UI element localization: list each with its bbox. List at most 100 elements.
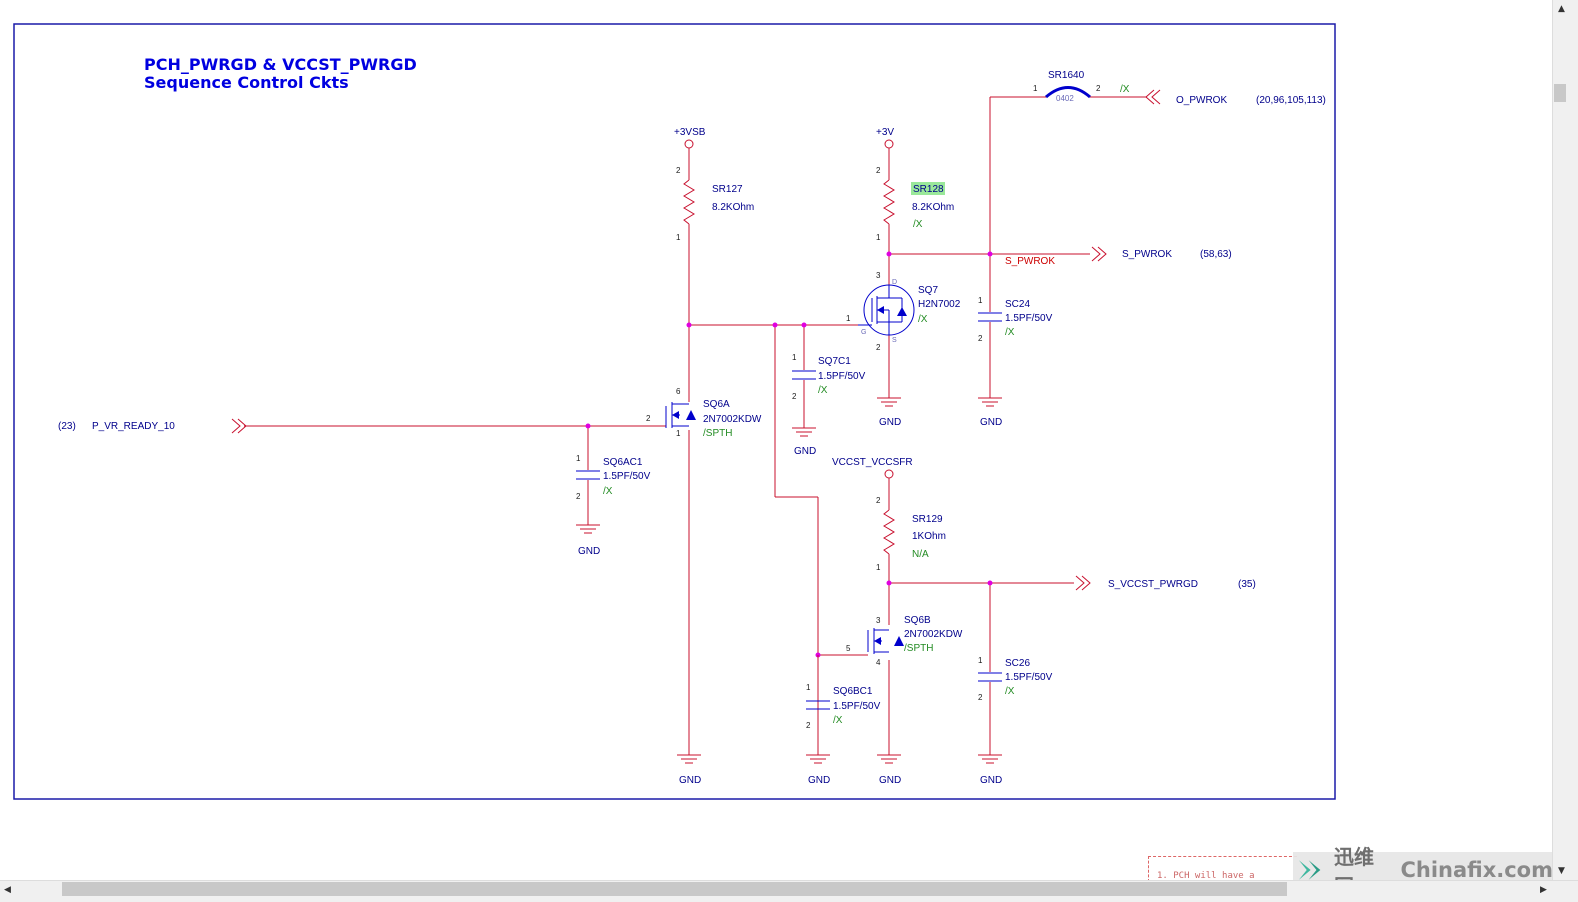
sr127-ref: SR127 <box>712 184 743 195</box>
sq7c1-pin2: 2 <box>792 392 797 401</box>
sq7-pin-g: G <box>861 329 866 336</box>
sc26-opt: /X <box>1005 686 1015 697</box>
gnd-label-sc24: GND <box>980 417 1002 428</box>
sr1640-pin2: 2 <box>1096 84 1101 93</box>
sq6a-opt: /SPTH <box>703 428 732 439</box>
vertical-scroll-thumb[interactable] <box>1554 84 1566 102</box>
sr129-opt: N/A <box>912 549 929 560</box>
sr128-opt: /X <box>913 219 923 230</box>
sr129-pin2: 2 <box>876 496 881 505</box>
sc26-pin2: 2 <box>978 693 983 702</box>
net-p-vr-pages: (23) <box>58 421 76 432</box>
sc24-value: 1.5PF/50V <box>1005 313 1053 324</box>
schematic-canvas: PCH_PWRGD & VCCST_PWRGD Sequence Control… <box>13 23 1336 800</box>
sc24-pin2: 2 <box>978 334 983 343</box>
note-text: 1. PCH will have a <box>1157 871 1255 881</box>
junction-dots <box>585 251 993 658</box>
resistor-sr129 <box>883 509 895 555</box>
sq6b-pin5: 5 <box>846 644 851 653</box>
sc24-opt: /X <box>1005 327 1015 338</box>
sr128-ref: SR128 <box>913 184 944 195</box>
scroll-right-icon[interactable]: ▶ <box>1540 885 1547 895</box>
sr1640-pin1: 1 <box>1033 84 1038 93</box>
sr129-ref: SR129 <box>912 514 943 525</box>
gnd-label-sc26: GND <box>980 775 1002 786</box>
sq7-ref: SQ7 <box>918 285 938 296</box>
sq6ac1-pin1: 1 <box>576 454 581 463</box>
scroll-left-icon[interactable]: ◀ <box>4 885 11 895</box>
power-symbols <box>684 139 894 479</box>
net-p-vr-ready: P_VR_READY_10 <box>92 421 175 432</box>
sr129-value: 1KOhm <box>912 531 946 542</box>
gnd-label-sq6a: GND <box>679 775 701 786</box>
sq7-value: H2N7002 <box>918 299 961 310</box>
sr1640-opt: /X <box>1120 84 1130 95</box>
sq6b-opt: /SPTH <box>904 643 933 654</box>
net-s-pwrok-pages: (58,63) <box>1200 249 1232 260</box>
net-o-pwrok: O_PWROK <box>1176 95 1227 106</box>
sr128-pin1: 1 <box>876 233 881 242</box>
ground-symbols <box>576 397 1002 764</box>
sq6ac1-opt: /X <box>603 486 613 497</box>
gnd-label-sq6ac1: GND <box>578 546 600 557</box>
sq6a-pin2: 2 <box>646 414 651 423</box>
watermark-logo-icon <box>1298 860 1321 880</box>
mosfet-sq6a <box>665 402 696 428</box>
vertical-scrollbar[interactable] <box>1552 0 1578 880</box>
sc24-ref: SC24 <box>1005 299 1030 310</box>
net-s-pwrok-local: S_PWROK <box>1005 256 1055 267</box>
scroll-down-icon[interactable]: ▼ <box>1558 866 1565 876</box>
sq6bc1-ref: SQ6BC1 <box>833 686 873 697</box>
sr129-pin1: 1 <box>876 563 881 572</box>
sq6b-pin3: 3 <box>876 616 881 625</box>
resistor-sr127 <box>683 179 695 225</box>
net-s-pwrok: S_PWROK <box>1122 249 1172 260</box>
sq6b-pin4: 4 <box>876 658 881 667</box>
sr128-pin2: 2 <box>876 166 881 175</box>
gnd-label-sq6bc1: GND <box>808 775 830 786</box>
sq6a-pin6: 6 <box>676 387 681 396</box>
sq6bc1-value: 1.5PF/50V <box>833 701 881 712</box>
sq7c1-pin1: 1 <box>792 353 797 362</box>
sq7-opt: /X <box>918 314 928 325</box>
mosfet-sq7 <box>858 284 915 336</box>
sr1640-pkg: 0402 <box>1056 94 1074 103</box>
sq6a-value: 2N7002KDW <box>703 414 762 425</box>
sq6ac1-value: 1.5PF/50V <box>603 471 651 482</box>
watermark-en: Chinafix.com <box>1400 858 1553 882</box>
title-line-2: Sequence Control Ckts <box>144 73 349 92</box>
sq7-pin3: 3 <box>876 271 881 280</box>
note-box: 1. PCH will have a <box>1148 856 1297 882</box>
sc26-pin1: 1 <box>978 656 983 665</box>
sr128-value: 8.2KOhm <box>912 202 954 213</box>
sq6a-pin1: 1 <box>676 429 681 438</box>
capacitors <box>576 312 1002 710</box>
net-s-vccst-pages: (35) <box>1238 579 1256 590</box>
sheet-border <box>13 23 1336 800</box>
sc26-value: 1.5PF/50V <box>1005 672 1053 683</box>
scroll-up-icon[interactable]: ▲ <box>1558 4 1565 14</box>
sr128-highlight <box>911 182 945 195</box>
gnd-label-sq7: GND <box>879 417 901 428</box>
sq7c1-ref: SQ7C1 <box>818 356 851 367</box>
offpage-connectors <box>231 89 1161 591</box>
sq7c1-opt: /X <box>818 385 828 396</box>
sq6ac1-pin2: 2 <box>576 492 581 501</box>
sq6bc1-opt: /X <box>833 715 843 726</box>
rail-3vsb-label: +3VSB <box>674 127 706 138</box>
sq6b-value: 2N7002KDW <box>904 629 963 640</box>
rail-vccst-label: VCCST_VCCSFR <box>832 457 913 468</box>
net-o-pwrok-pages: (20,96,105,113) <box>1256 95 1326 106</box>
sq6a-ref: SQ6A <box>703 399 730 410</box>
sq7-pin-d: D <box>892 279 897 286</box>
sc24-pin1: 1 <box>978 296 983 305</box>
sq6bc1-pin2: 2 <box>806 721 811 730</box>
mosfet-sq6b <box>867 628 904 654</box>
resistor-sr128 <box>883 179 895 225</box>
title-line-1: PCH_PWRGD & VCCST_PWRGD <box>144 55 417 74</box>
resistors <box>683 179 895 555</box>
horizontal-scroll-thumb[interactable] <box>62 882 1287 896</box>
gnd-label-sq7c1: GND <box>794 446 816 457</box>
sr1640-ref: SR1640 <box>1048 70 1085 81</box>
gnd-label-sq6b: GND <box>879 775 901 786</box>
